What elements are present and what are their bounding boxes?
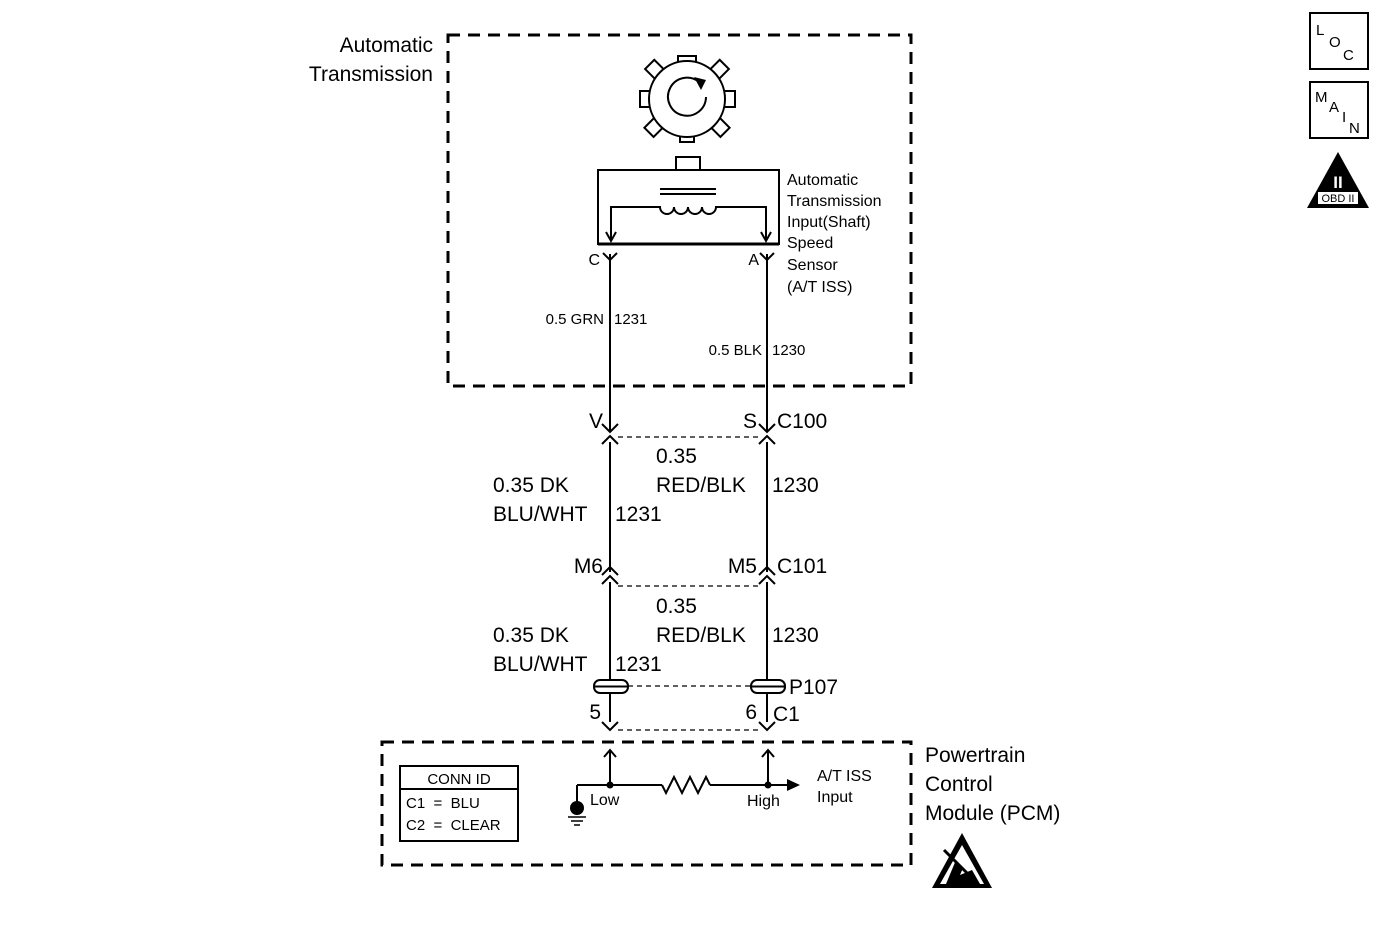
coil-icon xyxy=(605,188,772,244)
transmission-boundary xyxy=(446,33,913,388)
connector-p107 xyxy=(593,679,786,732)
pcm-low-label: Low xyxy=(590,792,620,809)
pcm-internal-circuit xyxy=(568,748,800,826)
p107-name: P107 xyxy=(789,676,838,699)
wire-lower-right-line2: RED/BLK xyxy=(656,624,746,647)
wire-mid-right-line1: 0.35 xyxy=(656,445,697,468)
pcm-label-2: Control xyxy=(925,773,993,796)
pcm-label-1: Powertrain xyxy=(925,744,1025,767)
wire-upper-left-color: 0.5 GRN xyxy=(546,311,604,328)
sensor-label-6: (A/T ISS) xyxy=(787,279,853,296)
esd-warning-icon xyxy=(932,833,992,888)
obd-numeral: II xyxy=(1333,173,1342,192)
main-letter-i: I xyxy=(1342,109,1346,126)
wire-lower-right-line1: 0.35 xyxy=(656,595,697,618)
gear-icon xyxy=(639,55,736,143)
c1-connector: C1 xyxy=(773,703,800,726)
wire-lower-left-circuit: 1231 xyxy=(615,653,662,676)
sensor-pin-a: A xyxy=(748,252,759,269)
connector-c100 xyxy=(601,423,776,445)
c101-pin-m6: M6 xyxy=(574,555,603,578)
sensor-label-1: Automatic xyxy=(787,172,858,189)
p107-pin-5: 5 xyxy=(589,701,601,724)
c100-name: C100 xyxy=(777,410,827,433)
wire-mid-left-line1: 0.35 DK xyxy=(493,474,569,497)
obd-text: OBD II xyxy=(1321,193,1354,205)
wire-lower-right-circuit: 1230 xyxy=(772,624,819,647)
sensor-label-4: Speed xyxy=(787,235,833,252)
main-icon[interactable]: M A I N xyxy=(1309,81,1369,139)
transmission-label-2: Transmission xyxy=(309,63,433,86)
c101-pin-m5: M5 xyxy=(728,555,757,578)
wire-mid-right-circuit: 1230 xyxy=(772,474,819,497)
conn-id-row2: C2 = CLEAR xyxy=(406,817,501,834)
p107-pin-6: 6 xyxy=(745,701,757,724)
wire-upper-right-circuit: 1230 xyxy=(772,342,805,359)
pcm-high-label: High xyxy=(747,793,780,810)
loc-letter-o: O xyxy=(1329,34,1341,51)
connector-c101 xyxy=(601,565,776,587)
wire-mid-left-line2: BLU/WHT xyxy=(493,503,588,526)
obd-ii-icon: II OBD II xyxy=(1307,152,1369,208)
resistor-icon xyxy=(661,774,711,796)
main-letter-a: A xyxy=(1329,99,1339,116)
wire-lower-left-line1: 0.35 DK xyxy=(493,624,569,647)
wire-mid-left-circuit: 1231 xyxy=(615,503,662,526)
c101-name: C101 xyxy=(777,555,827,578)
wire-lower-left-line2: BLU/WHT xyxy=(493,653,588,676)
conn-id-row1: C1 = BLU xyxy=(406,795,480,812)
c100-pin-s: S xyxy=(743,410,757,433)
c100-pin-v: V xyxy=(589,410,603,433)
sensor-label-3: Input(Shaft) xyxy=(787,214,871,231)
wire-upper-right-color: 0.5 BLK xyxy=(709,342,762,359)
sensor-label-2: Transmission xyxy=(787,193,882,210)
sensor-pin-c: C xyxy=(588,252,600,269)
ground-icon xyxy=(568,801,586,826)
pcm-input-label-1: A/T ISS xyxy=(817,768,872,785)
main-letter-n: N xyxy=(1349,120,1360,137)
conn-id-title: CONN ID xyxy=(427,771,491,788)
speed-sensor xyxy=(597,156,780,246)
pcm-boundary xyxy=(380,740,913,867)
transmission-label-1: Automatic xyxy=(340,34,433,57)
wire-mid-right-line2: RED/BLK xyxy=(656,474,746,497)
pcm-input-label-2: Input xyxy=(817,789,853,806)
sensor-label-5: Sensor xyxy=(787,257,838,274)
wire-upper-left-circuit: 1231 xyxy=(614,311,647,328)
pcm-label-3: Module (PCM) xyxy=(925,802,1060,825)
loc-letter-c: C xyxy=(1343,47,1354,64)
conn-id-table xyxy=(399,765,519,842)
main-letter-m: M xyxy=(1315,89,1328,106)
loc-icon[interactable]: L O C xyxy=(1309,12,1369,70)
loc-letter-l: L xyxy=(1316,22,1324,39)
